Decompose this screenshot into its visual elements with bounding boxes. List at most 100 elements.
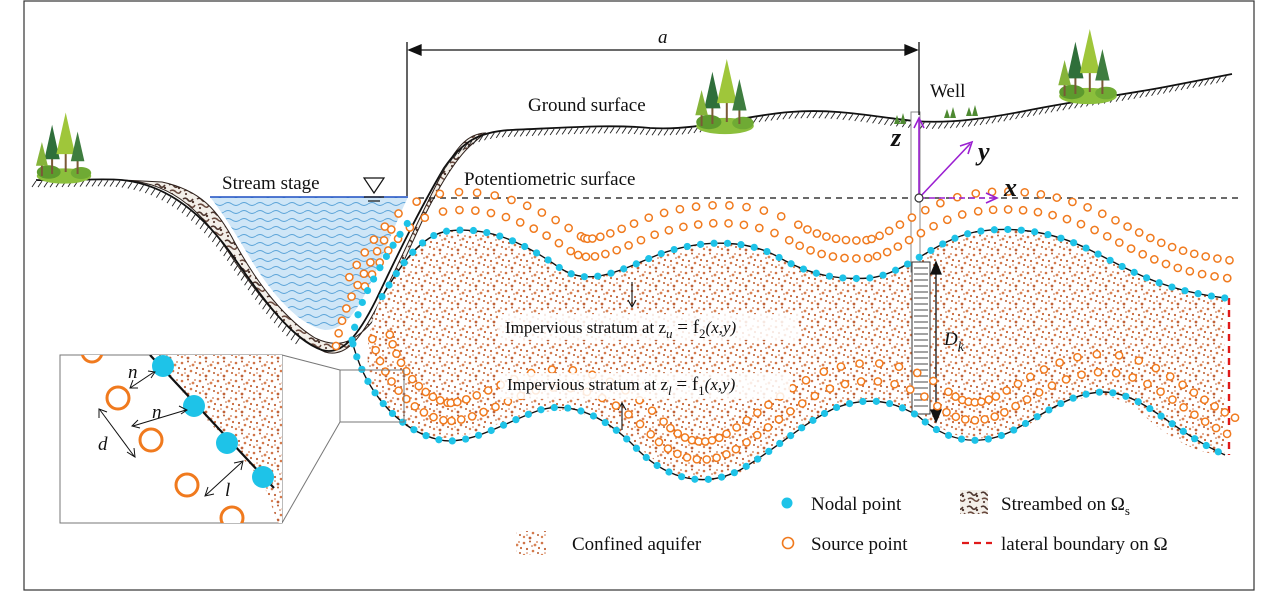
nodal-point	[1069, 394, 1077, 402]
nodal-point	[642, 453, 650, 462]
hatch-tick	[501, 131, 507, 138]
tree-crown	[44, 124, 60, 160]
source-point	[1185, 266, 1195, 276]
source-point	[825, 384, 835, 393]
nodal-point	[632, 260, 640, 268]
source-point	[479, 407, 488, 417]
nodal-point	[496, 232, 504, 240]
nodal-point	[389, 241, 397, 249]
source-point	[1134, 356, 1144, 365]
ground-surface-line	[35, 73, 1233, 352]
tree-trunk	[40, 164, 43, 176]
hatch-tick	[1032, 109, 1038, 116]
source-point	[438, 207, 448, 216]
source-point	[852, 236, 861, 245]
source-point	[673, 449, 682, 459]
nodal-point	[632, 444, 641, 452]
hatch-tick	[597, 127, 603, 134]
source-point	[392, 349, 401, 359]
nodal-point	[977, 227, 985, 235]
hatch-tick	[890, 119, 895, 126]
nodal-point	[500, 421, 508, 429]
nodal-point	[353, 353, 361, 361]
hatch-tick	[507, 130, 513, 138]
nodal-point	[852, 274, 860, 283]
nodal-point	[521, 242, 529, 251]
coordinate-axes	[913, 116, 999, 204]
legend-source-point: Source point	[811, 534, 908, 555]
hatch-tick	[181, 206, 187, 214]
hatch-tick	[226, 254, 232, 262]
nodal-point	[550, 403, 558, 412]
source-point	[722, 449, 731, 459]
nodal-point	[891, 266, 900, 274]
nodal-point	[348, 336, 356, 344]
inset-label-n1: n	[128, 362, 138, 383]
nodal-point	[601, 418, 609, 427]
source-point	[984, 395, 994, 405]
label-ground-surface: Ground surface	[528, 95, 646, 116]
nodal-point	[462, 435, 470, 443]
nodal-point	[537, 406, 545, 414]
label-well: Well	[930, 81, 965, 102]
source-point	[1200, 395, 1209, 405]
nodal-point	[409, 248, 417, 256]
hatch-tick	[457, 147, 463, 155]
source-point	[873, 377, 883, 386]
hatch-tick	[1068, 103, 1074, 110]
source-point	[515, 218, 525, 227]
hatch-tick	[531, 129, 537, 137]
nodal-point	[765, 447, 773, 456]
hatch-tick	[495, 131, 501, 139]
source-point	[1161, 259, 1171, 269]
hatch-tick	[195, 218, 201, 225]
tree-trunk	[76, 159, 79, 174]
hatch-tick	[1050, 106, 1056, 113]
source-point	[1111, 215, 1120, 225]
source-point	[588, 234, 597, 243]
source-point	[394, 209, 403, 218]
dimension-a	[406, 42, 920, 196]
nodal-point	[1194, 290, 1202, 298]
source-point	[490, 191, 500, 200]
nodal-point	[951, 234, 959, 242]
hatch-tick	[445, 160, 451, 168]
nodal-point	[620, 265, 628, 273]
nodal-point	[1017, 226, 1025, 234]
hatch-tick	[591, 127, 597, 134]
nodal-point	[435, 436, 443, 444]
nodal-point	[456, 226, 464, 234]
nodal-point	[1070, 239, 1078, 247]
source-point	[895, 220, 905, 229]
label-a: a	[658, 27, 668, 48]
source-point	[664, 225, 674, 235]
nodal-point	[832, 403, 841, 412]
nodal-point	[696, 240, 705, 248]
stream-stage-symbol	[362, 177, 386, 202]
nodal-point	[723, 239, 732, 247]
source-point	[1039, 365, 1049, 374]
nodal-point	[567, 270, 575, 278]
source-point	[369, 235, 379, 244]
nodal-point	[898, 404, 907, 412]
nodal-point	[859, 397, 867, 406]
source-point	[1102, 231, 1112, 241]
axis-label-z: z	[890, 123, 902, 152]
hatch-tick	[1026, 110, 1032, 117]
hatch-tick	[290, 333, 296, 341]
source-point	[554, 238, 564, 248]
nodal-point	[544, 256, 552, 264]
source-point	[852, 254, 861, 263]
source-point	[1151, 363, 1161, 373]
tree-crown	[1095, 49, 1110, 81]
nodal-point	[392, 270, 400, 278]
hatch-tick	[489, 132, 495, 140]
source-point	[1052, 193, 1062, 202]
source-point	[542, 231, 551, 240]
nodal-point	[1221, 294, 1229, 302]
source-point	[875, 231, 884, 241]
hatch-tick	[794, 112, 800, 119]
hatch-tick	[133, 183, 139, 190]
source-point	[455, 205, 464, 215]
source-point	[420, 213, 430, 223]
